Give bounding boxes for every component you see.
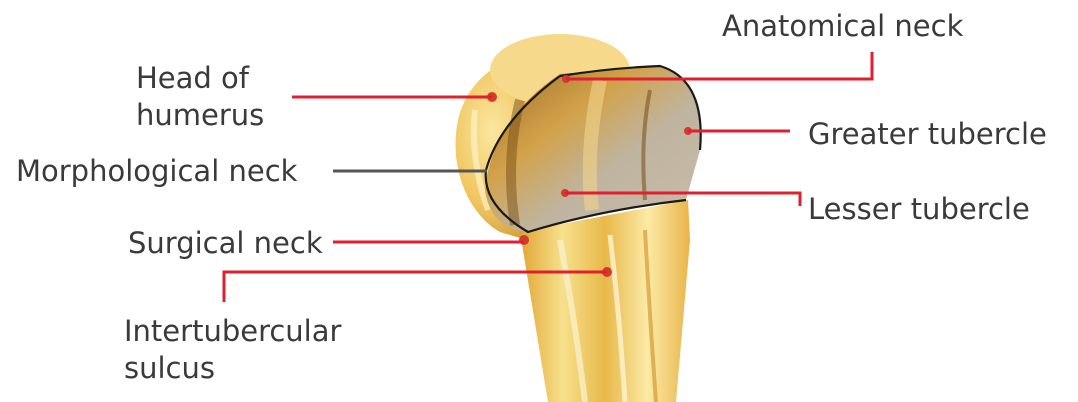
label-head-of-humerus: Head of humerus xyxy=(136,60,264,134)
label-morphological-neck: Morphological neck xyxy=(16,153,297,190)
label-greater-tubercle: Greater tubercle xyxy=(808,116,1047,153)
label-head-line-1: Head of xyxy=(136,60,264,97)
label-sulcus-line-2: sulcus xyxy=(124,350,341,387)
label-intertubercular-sulcus: Intertubercular sulcus xyxy=(124,313,341,387)
label-lesser-tubercle: Lesser tubercle xyxy=(808,191,1030,228)
humerus-shaft xyxy=(520,200,690,402)
label-sulcus-line-1: Intertubercular xyxy=(124,313,341,350)
label-surgical-neck: Surgical neck xyxy=(128,225,323,262)
label-anatomical-neck: Anatomical neck xyxy=(722,8,963,45)
label-head-line-2: humerus xyxy=(136,97,264,134)
